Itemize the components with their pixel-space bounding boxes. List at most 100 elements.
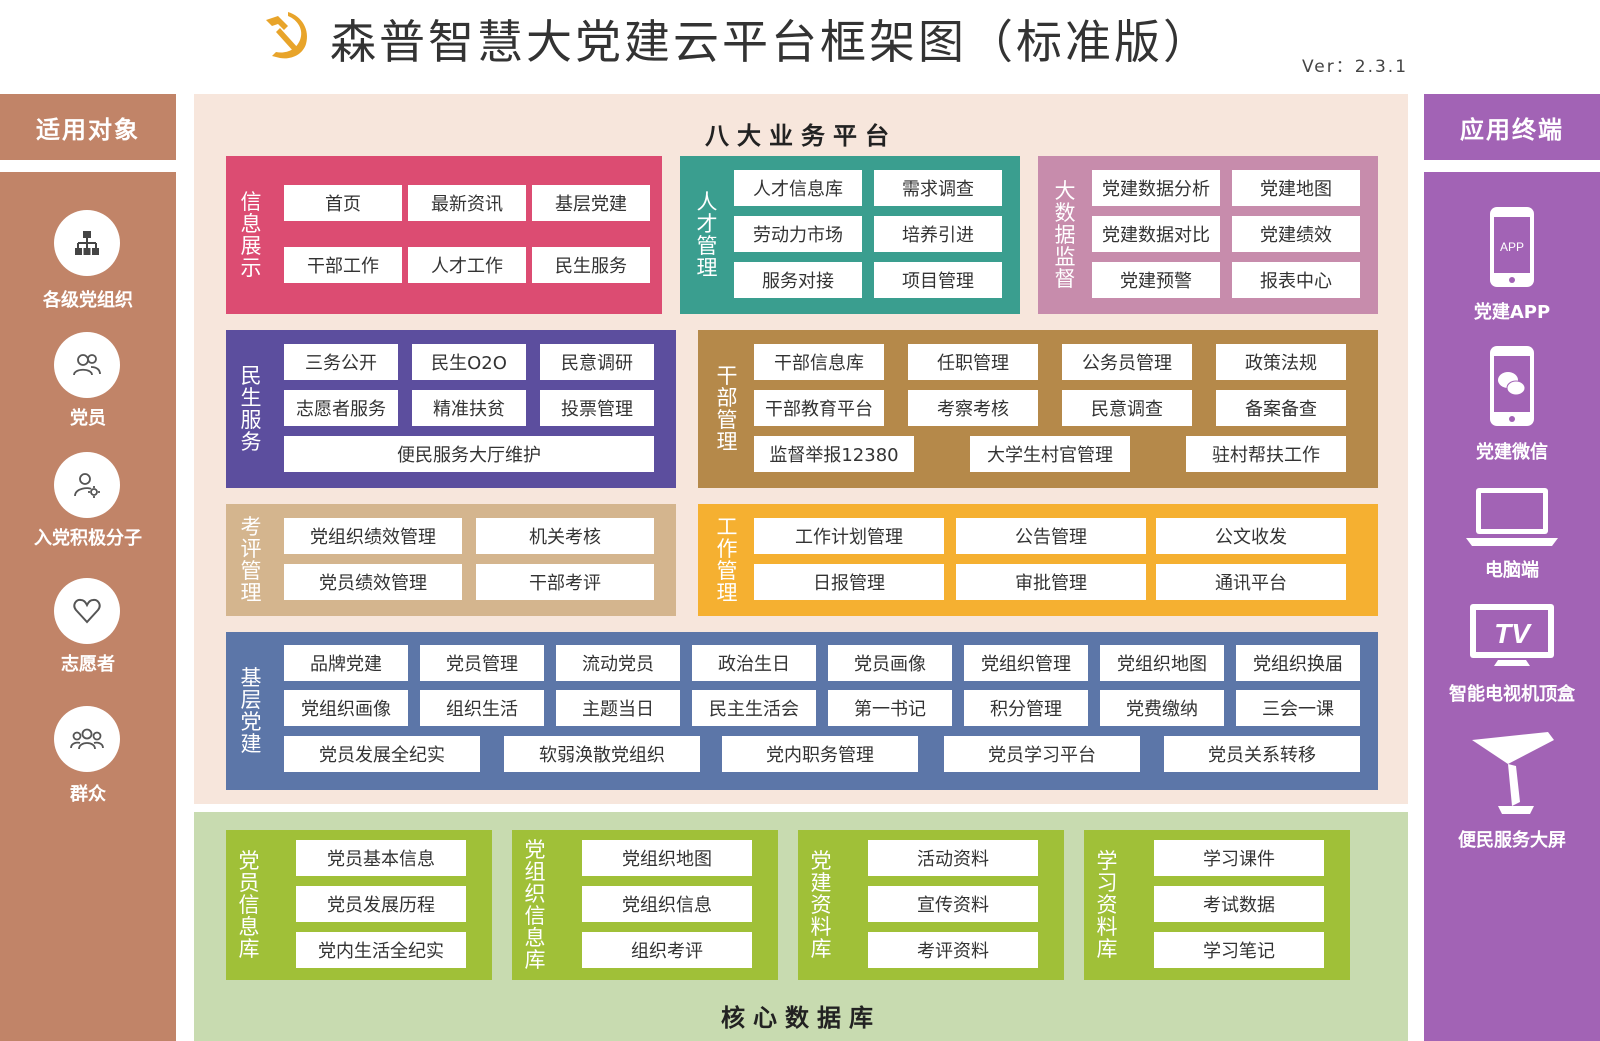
grid-button[interactable]: 流动党员 xyxy=(556,645,680,681)
left-item-label: 党员 xyxy=(70,408,106,429)
approval-button[interactable]: 审批管理 xyxy=(956,564,1146,600)
service-docking-button[interactable]: 服务对接 xyxy=(734,262,862,298)
grid-button[interactable]: 主题当日 xyxy=(556,690,680,726)
database-title: 核心数据库 xyxy=(721,1004,881,1032)
opinion-research-button[interactable]: 民意调研 xyxy=(540,344,654,380)
grid-button[interactable]: 积分管理 xyxy=(964,690,1088,726)
data-analysis-button[interactable]: 党建数据分析 xyxy=(1092,170,1220,206)
grid-button[interactable]: 党员学习平台 xyxy=(944,736,1140,772)
block-label: 考评管理 xyxy=(240,515,262,605)
left-item-label: 群众 xyxy=(70,784,106,805)
db-item-button[interactable]: 活动资料 xyxy=(868,840,1038,876)
block-label: 大数据监督 xyxy=(1054,179,1076,291)
grid-button[interactable]: 品牌党建 xyxy=(284,645,408,681)
talent-db-button[interactable]: 人才信息库 xyxy=(734,170,862,206)
db-item-button[interactable]: 党员发展历程 xyxy=(296,886,466,922)
block-label: 民生服务 xyxy=(240,364,262,454)
demand-survey-button[interactable]: 需求调查 xyxy=(874,170,1002,206)
cadre-education-button[interactable]: 干部教育平台 xyxy=(754,390,884,426)
cadre-db-button[interactable]: 干部信息库 xyxy=(754,344,884,380)
grassroots-button[interactable]: 基层党建 xyxy=(532,185,650,221)
report-center-button[interactable]: 报表中心 xyxy=(1232,262,1360,298)
grid-button[interactable]: 党费缴纳 xyxy=(1100,690,1224,726)
civil-servant-button[interactable]: 公务员管理 xyxy=(1062,344,1192,380)
right-item-label: 智能电视机顶盒 xyxy=(1449,684,1575,705)
village-official-button[interactable]: 大学生村官管理 xyxy=(970,436,1130,472)
grid-button[interactable]: 党组织画像 xyxy=(284,690,408,726)
db-item-button[interactable]: 学习笔记 xyxy=(1154,932,1324,968)
db-item-button[interactable]: 党组织地图 xyxy=(582,840,752,876)
grid-button[interactable]: 党员发展全纪实 xyxy=(284,736,480,772)
org-performance-button[interactable]: 党组织绩效管理 xyxy=(284,518,462,554)
assessment-button[interactable]: 考察考核 xyxy=(908,390,1038,426)
grid-button[interactable]: 党内职务管理 xyxy=(722,736,918,772)
phone-app-icon: APP xyxy=(1490,207,1534,287)
data-compare-button[interactable]: 党建数据对比 xyxy=(1092,216,1220,252)
db-item-button[interactable]: 学习课件 xyxy=(1154,840,1324,876)
livelihood-button[interactable]: 民生服务 xyxy=(532,247,650,283)
db-item-button[interactable]: 考试数据 xyxy=(1154,886,1324,922)
home-button[interactable]: 首页 xyxy=(284,185,402,221)
grid-button[interactable]: 组织生活 xyxy=(420,690,544,726)
grid-button[interactable]: 党组织地图 xyxy=(1100,645,1224,681)
daily-report-button[interactable]: 日报管理 xyxy=(754,564,944,600)
right-item-label: 便民服务大屏 xyxy=(1458,830,1566,851)
grid-button[interactable]: 党员关系转移 xyxy=(1164,736,1360,772)
grid-button[interactable]: 党组织换届 xyxy=(1236,645,1360,681)
grid-button[interactable]: 党组织管理 xyxy=(964,645,1088,681)
grid-button[interactable]: 党员管理 xyxy=(420,645,544,681)
grid-button[interactable]: 第一书记 xyxy=(828,690,952,726)
right-header: 应用终端 xyxy=(1424,94,1600,160)
grid-button[interactable]: 三会一课 xyxy=(1236,690,1360,726)
talent-work-button[interactable]: 人才工作 xyxy=(408,247,526,283)
grid-button[interactable]: 党员画像 xyxy=(828,645,952,681)
performance-button[interactable]: 党建绩效 xyxy=(1232,216,1360,252)
voting-button[interactable]: 投票管理 xyxy=(540,390,654,426)
news-button[interactable]: 最新资讯 xyxy=(408,185,526,221)
platform-title: 八大业务平台 xyxy=(705,122,897,150)
right-item-label: 党建微信 xyxy=(1476,442,1548,463)
village-aid-button[interactable]: 驻村帮扶工作 xyxy=(1186,436,1346,472)
db-item-button[interactable]: 党员基本信息 xyxy=(296,840,466,876)
public-opinion-button[interactable]: 民意调查 xyxy=(1062,390,1192,426)
announcement-button[interactable]: 公告管理 xyxy=(956,518,1146,554)
report-12380-button[interactable]: 监督举报12380 xyxy=(754,436,914,472)
filing-button[interactable]: 备案备查 xyxy=(1216,390,1346,426)
group-icon xyxy=(54,706,120,772)
grid-button[interactable]: 政治生日 xyxy=(692,645,816,681)
service-hall-button[interactable]: 便民服务大厅维护 xyxy=(284,436,654,472)
poverty-button[interactable]: 精准扶贫 xyxy=(412,390,526,426)
work-plan-button[interactable]: 工作计划管理 xyxy=(754,518,944,554)
db-item-button[interactable]: 党组织信息 xyxy=(582,886,752,922)
project-mgmt-button[interactable]: 项目管理 xyxy=(874,262,1002,298)
db-item-button[interactable]: 宣传资料 xyxy=(868,886,1038,922)
agency-assessment-button[interactable]: 机关考核 xyxy=(476,518,654,554)
communication-button[interactable]: 通讯平台 xyxy=(1156,564,1346,600)
appointment-button[interactable]: 任职管理 xyxy=(908,344,1038,380)
version-label: Ver：2.3.1 xyxy=(1302,57,1409,77)
training-button[interactable]: 培养引进 xyxy=(874,216,1002,252)
db-item-button[interactable]: 组织考评 xyxy=(582,932,752,968)
left-item-label: 志愿者 xyxy=(61,654,115,675)
cadre-evaluation-button[interactable]: 干部考评 xyxy=(476,564,654,600)
db-item-button[interactable]: 党内生活全纪实 xyxy=(296,932,466,968)
party-emblem-icon xyxy=(266,12,308,59)
policy-button[interactable]: 政策法规 xyxy=(1216,344,1346,380)
people-icon xyxy=(54,332,120,398)
three-affairs-button[interactable]: 三务公开 xyxy=(284,344,398,380)
warning-button[interactable]: 党建预警 xyxy=(1092,262,1220,298)
kiosk-icon xyxy=(1472,732,1554,814)
grid-button[interactable]: 民主生活会 xyxy=(692,690,816,726)
party-map-button[interactable]: 党建地图 xyxy=(1232,170,1360,206)
o2o-button[interactable]: 民生O2O xyxy=(412,344,526,380)
db-item-button[interactable]: 考评资料 xyxy=(868,932,1038,968)
left-item-label: 各级党组织 xyxy=(43,290,133,311)
cadre-work-button[interactable]: 干部工作 xyxy=(284,247,402,283)
app-icon-text: APP xyxy=(1500,240,1524,254)
member-performance-button[interactable]: 党员绩效管理 xyxy=(284,564,462,600)
labor-market-button[interactable]: 劳动力市场 xyxy=(734,216,862,252)
document-button[interactable]: 公文收发 xyxy=(1156,518,1346,554)
volunteer-service-button[interactable]: 志愿者服务 xyxy=(284,390,398,426)
grid-button[interactable]: 软弱涣散党组织 xyxy=(504,736,700,772)
block-label: 党组织信息库 xyxy=(524,838,546,972)
